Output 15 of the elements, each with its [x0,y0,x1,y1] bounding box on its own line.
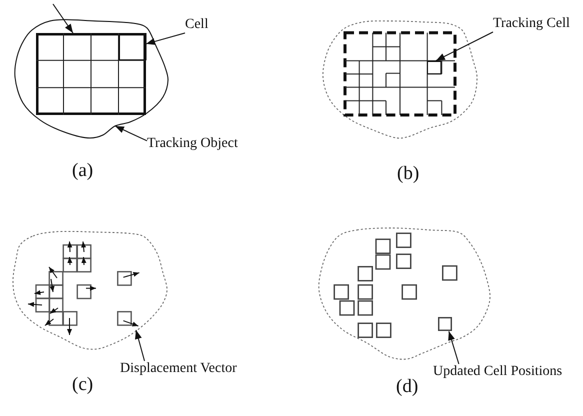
annotation-label: Tracking Object [147,136,238,152]
leader-line [435,32,494,62]
annotation-label: Updated Cell Positions [433,364,562,380]
panel-label: (c) [72,374,94,395]
panel-label: (b) [397,163,420,184]
annotation-label: Displacement Vector [120,361,237,377]
panel-label: (d) [396,376,418,397]
annotation-label: Cell [185,17,208,33]
leader-line [135,330,146,362]
leader-line [146,32,186,45]
panel-label: (a) [72,160,94,181]
annotation-label: Tracking Cell [493,16,570,32]
leader-line [448,330,460,364]
leader-line [114,125,148,142]
leader-line [52,4,74,34]
